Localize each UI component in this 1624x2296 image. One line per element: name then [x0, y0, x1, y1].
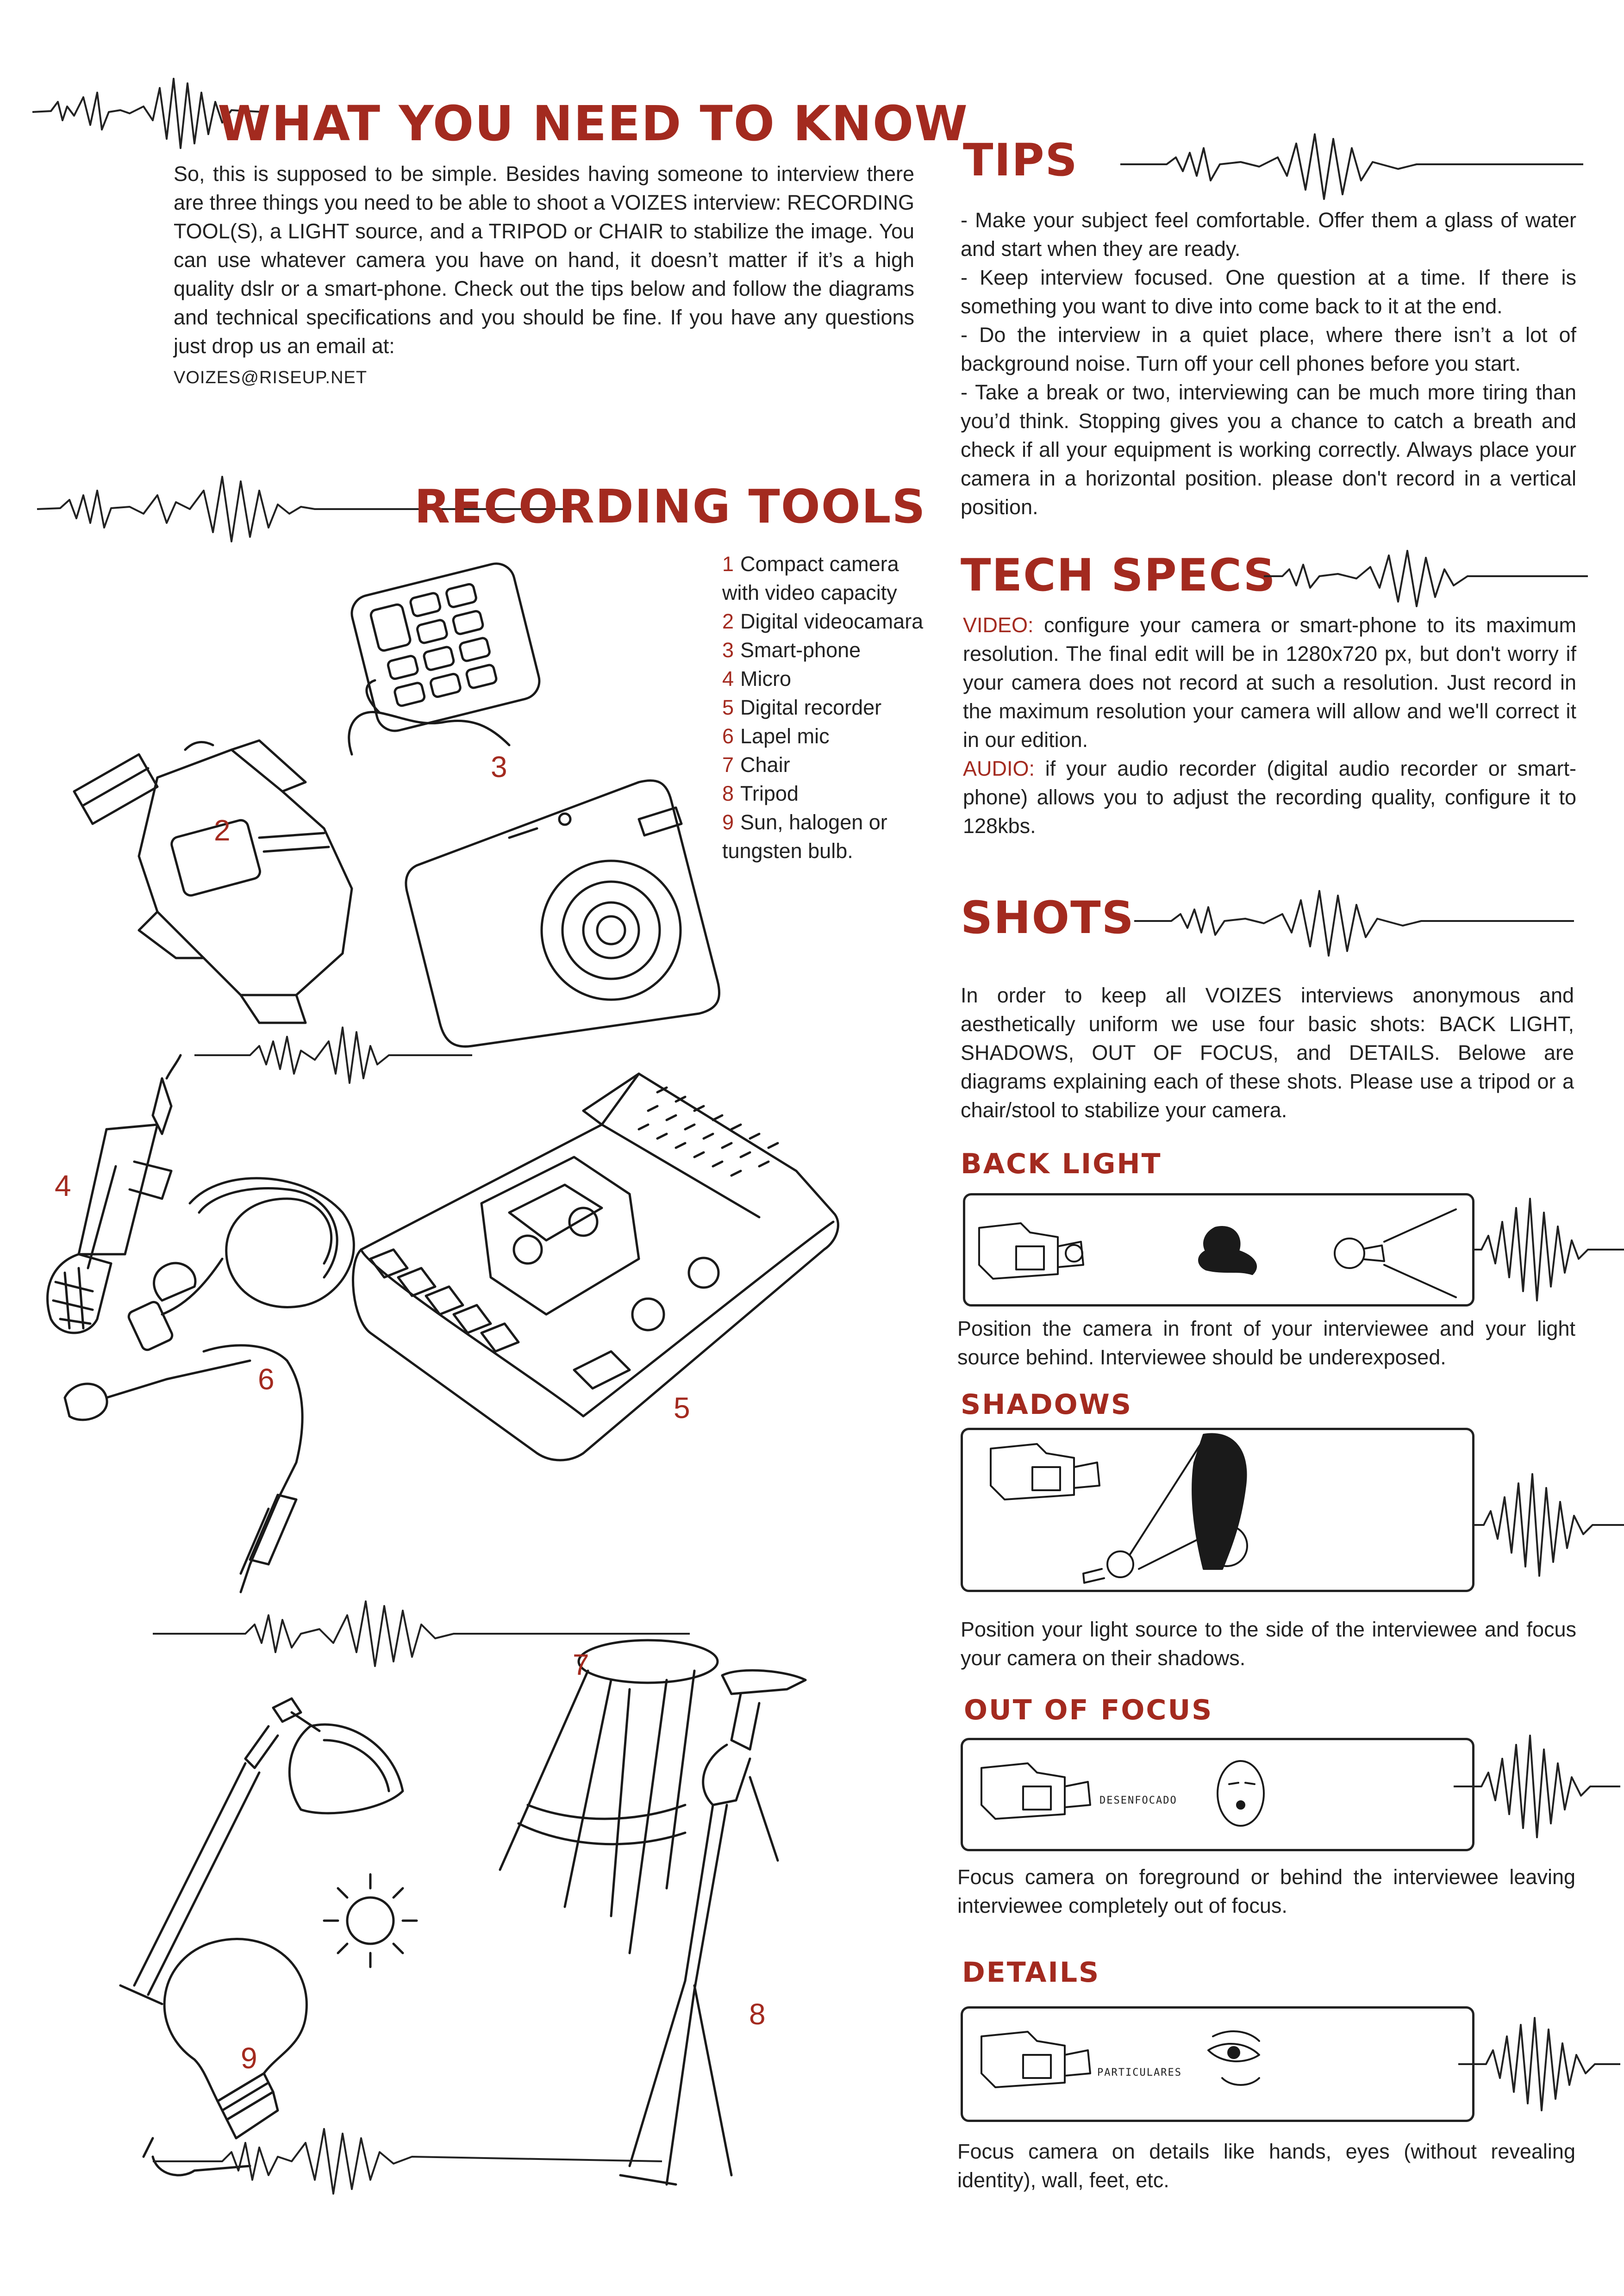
tripod-icon	[619, 1669, 807, 2186]
details-title: DETAILS	[962, 1956, 1100, 1989]
tech-specs-title: TECH SPECS	[961, 549, 1276, 601]
sound-wave-icon	[1472, 1473, 1624, 1577]
intro-title: WHAT YOU NEED TO KNOW	[218, 95, 968, 152]
shadows-title: SHADOWS	[961, 1388, 1133, 1421]
tech-specs-audio: AUDIO: if your audio recorder (digital a…	[963, 754, 1576, 840]
microphone-icon	[46, 1054, 182, 1334]
tech-specs-body: VIDEO: configure your camera or smart-ph…	[963, 611, 1576, 840]
sound-wave-icon	[1120, 133, 1583, 200]
sound-wave-icon	[1472, 1198, 1624, 1301]
digital-recorder-icon	[352, 1072, 839, 1462]
video-label: VIDEO:	[963, 613, 1034, 637]
audio-label: AUDIO:	[963, 757, 1035, 780]
videocamera-icon	[978, 1222, 1084, 1280]
interviewee-icon	[1198, 1226, 1257, 1275]
videocamera-icon	[990, 1443, 1100, 1500]
shadows-text: Position your light source to the side o…	[961, 1618, 1576, 1670]
sound-wave-icon	[153, 1600, 690, 1667]
tool-number-8: 8	[749, 1997, 766, 2031]
intro-text: So, this is supposed to be simple. Besid…	[174, 162, 914, 358]
sun-icon	[323, 1873, 418, 1968]
eye-icon	[1207, 2030, 1260, 2086]
sound-wave-icon	[1458, 2017, 1620, 2111]
out-of-focus-diagram: DESENFOCADO	[961, 1738, 1474, 1851]
video-text: configure your camera or smart-phone to …	[963, 613, 1576, 752]
tech-specs-video: VIDEO: configure your camera or smart-ph…	[963, 611, 1576, 754]
sound-wave-icon	[153, 2128, 662, 2195]
tool-number-3: 3	[491, 750, 507, 784]
sound-wave-icon	[32, 78, 264, 149]
tip-item: - Do the interview in a quiet place, whe…	[961, 323, 1576, 375]
tip-item: - Take a break or two, interviewing can …	[961, 380, 1576, 519]
out-of-focus-tag: DESENFOCADO	[1099, 1795, 1177, 1806]
sound-wave-icon	[37, 476, 574, 542]
sound-wave-icon	[1134, 890, 1574, 957]
smartphone-icon	[348, 562, 541, 756]
back-light-sketch	[978, 1208, 1457, 1298]
interviewee-face-icon	[1217, 1760, 1265, 1827]
details-sketch	[981, 2030, 1260, 2088]
details-text: Focus camera on details like hands, eyes…	[957, 2140, 1575, 2192]
tip-item: - Keep interview focused. One question a…	[961, 266, 1576, 318]
videocamera-icon	[73, 739, 353, 1024]
tool-number-7: 7	[573, 1648, 589, 1681]
tip-item: - Make your subject feel comfortable. Of…	[961, 208, 1576, 261]
tool-number-2: 2	[214, 814, 231, 847]
out-of-focus-sketch	[981, 1760, 1265, 1827]
shots-title: SHOTS	[961, 892, 1135, 944]
tool-number-9: 9	[241, 2041, 257, 2075]
lamp-icon	[119, 1697, 404, 2005]
bulb-icon	[1082, 1438, 1214, 1584]
back-light-title: BACK LIGHT	[961, 1148, 1162, 1180]
sound-wave-icon	[1264, 550, 1588, 607]
shadows-diagram	[961, 1428, 1474, 1592]
intro-email[interactable]: VOIZES@RISEUP.NET	[174, 368, 368, 387]
back-light-diagram	[963, 1193, 1474, 1307]
audio-text: if your audio recorder (digital audio re…	[963, 757, 1576, 838]
sound-wave-icon	[1454, 1735, 1620, 1838]
bulb-icon	[1334, 1208, 1457, 1298]
compact-camera-icon	[405, 779, 721, 1048]
sound-wave-icon	[194, 1027, 472, 1084]
shots-intro: In order to keep all VOIZES interviews a…	[961, 983, 1574, 1122]
recording-tools-title: RECORDING TOOLS	[414, 479, 926, 534]
tool-number-4: 4	[55, 1169, 71, 1202]
shadows-sketch	[990, 1433, 1248, 1584]
back-light-text: Position the camera in front of your int…	[957, 1317, 1575, 1369]
tips-title: TIPS	[963, 134, 1078, 186]
chair-icon	[499, 1639, 719, 1954]
interviewee-shadow-icon	[1192, 1433, 1248, 1570]
details-tag: PARTICULARES	[1097, 2067, 1182, 2078]
tips-list: - Make your subject feel comfortable. Of…	[961, 206, 1576, 522]
details-diagram: PARTICULARES	[961, 2006, 1474, 2122]
videocamera-icon	[981, 1762, 1091, 1820]
lapel-mic-icon	[63, 1177, 355, 1593]
bulb-icon	[142, 1938, 308, 2177]
out-of-focus-text: Focus camera on foreground or behind the…	[957, 1865, 1575, 1917]
out-of-focus-title: OUT OF FOCUS	[964, 1694, 1213, 1726]
videocamera-icon	[981, 2031, 1091, 2088]
tool-number-6: 6	[258, 1363, 275, 1396]
intro-body: So, this is supposed to be simple. Besid…	[174, 160, 914, 392]
tool-number-5: 5	[674, 1391, 690, 1425]
